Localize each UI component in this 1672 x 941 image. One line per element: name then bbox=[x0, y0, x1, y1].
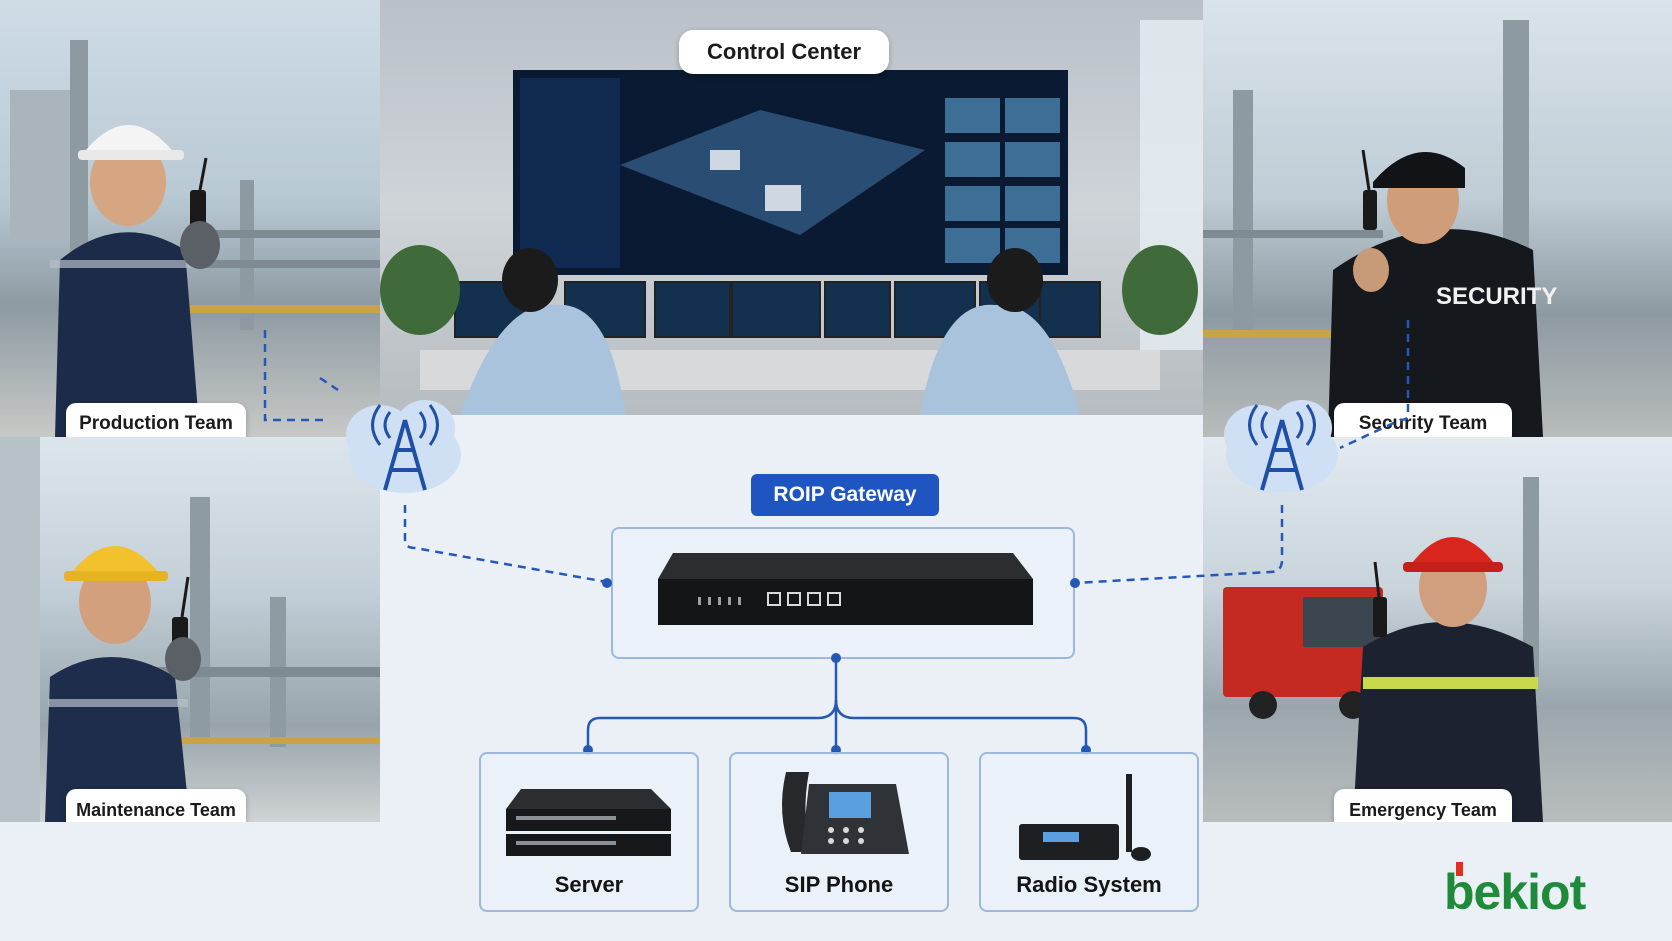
radio-tower-icon-left bbox=[346, 400, 461, 493]
gateway-port-right bbox=[1070, 578, 1080, 588]
server-icon bbox=[506, 789, 671, 856]
control-center-title: Control Center bbox=[679, 30, 889, 74]
server-port bbox=[583, 745, 593, 755]
emergency-team-label: Emergency Team bbox=[1334, 789, 1512, 822]
sip-phone-icon bbox=[782, 772, 909, 854]
radio-tower-icon-right bbox=[1224, 400, 1338, 493]
sip-phone-box: SIP Phone bbox=[729, 752, 949, 912]
security-vest-text: SECURITY bbox=[1436, 283, 1557, 310]
radio-system-port bbox=[1081, 745, 1091, 755]
control-room-scene bbox=[380, 20, 1203, 415]
bekiot-logo: bekiot bbox=[1440, 862, 1640, 922]
maintenance-team-panel: Maintenance Team bbox=[0, 437, 380, 822]
control-center-panel: Control Center bbox=[380, 0, 1203, 415]
gateway-port-bottom bbox=[831, 653, 841, 663]
production-team-panel: Production Team bbox=[0, 0, 380, 437]
maintenance-team-label: Maintenance Team bbox=[66, 789, 246, 822]
logo-accent-mark bbox=[1456, 862, 1463, 876]
roip-gateway-badge: ROIP Gateway bbox=[751, 474, 939, 516]
radio-system-box: Radio System bbox=[979, 752, 1199, 912]
emergency-scene bbox=[1223, 477, 1543, 822]
logo-wordmark: bekiot bbox=[1444, 864, 1586, 920]
emergency-team-panel: Emergency Team bbox=[1203, 437, 1672, 822]
radio-system-label: Radio System bbox=[1016, 872, 1162, 897]
roip-gateway-device-icon bbox=[658, 553, 1033, 625]
roip-gateway-box bbox=[611, 527, 1075, 659]
maintenance-scene bbox=[0, 437, 380, 822]
radio-system-icon bbox=[1019, 774, 1151, 861]
sip-phone-port bbox=[831, 745, 841, 755]
sip-phone-label: SIP Phone bbox=[784, 872, 894, 897]
gateway-port-left bbox=[602, 578, 612, 588]
security-scene: SECURITY bbox=[1203, 20, 1557, 437]
security-team-panel: SECURITY Security Team bbox=[1203, 0, 1672, 437]
security-team-label: Security Team bbox=[1334, 403, 1512, 437]
plant-3d-map bbox=[620, 110, 925, 235]
production-team-label: Production Team bbox=[66, 403, 246, 437]
production-scene bbox=[10, 40, 380, 437]
server-box: Server bbox=[479, 752, 699, 912]
server-label: Server bbox=[554, 872, 624, 897]
